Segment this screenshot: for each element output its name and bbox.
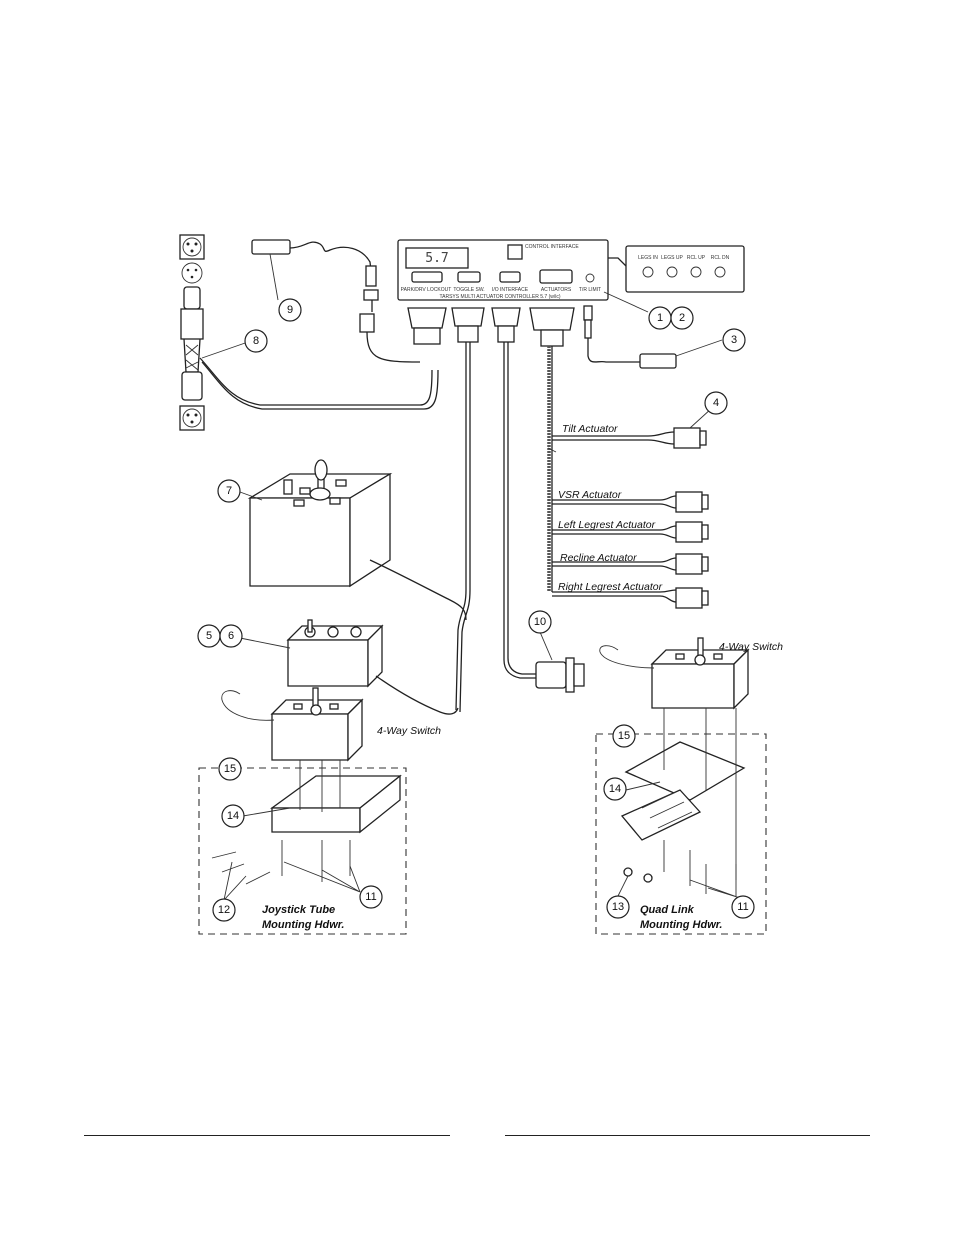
callout-6: 6 — [219, 624, 243, 648]
port-label-lockout: PARK/DRV LOCKOUT — [401, 287, 452, 293]
callout-13: 13 — [606, 895, 630, 919]
callout-8: 8 — [244, 329, 268, 353]
xlr-cable-assembly — [179, 286, 205, 431]
svg-text:7: 7 — [226, 485, 232, 497]
callout-10: 10 — [528, 610, 552, 634]
callout-3: 3 — [722, 328, 746, 352]
label-vsr-actuator: VSR Actuator — [558, 489, 622, 501]
joystick-hardware-kit-box — [198, 767, 407, 935]
four-way-switch-left — [221, 687, 364, 762]
joystick-screws — [211, 840, 351, 885]
svg-text:3: 3 — [731, 334, 737, 346]
controller-plugs — [407, 305, 593, 347]
label-quad-mounting: Mounting Hdwr. — [640, 919, 722, 931]
label-tilt-actuator: Tilt Actuator — [562, 423, 618, 435]
callout-11-right: 11 — [731, 895, 755, 919]
aux-label-rcl-up: RCL UP — [687, 255, 706, 261]
footer-rule-left — [84, 1135, 450, 1136]
aux-label-rcl-dn: RCL DN — [711, 255, 730, 261]
label-four-way-switch-right: 4-Way Switch — [719, 641, 783, 653]
svg-text:14: 14 — [227, 810, 239, 822]
connector-10 — [535, 657, 585, 693]
quad-hardware-kit-box — [595, 733, 767, 935]
aux-switch-panel: LEGS IN LEGS UP RCL UP RCL DN — [608, 245, 745, 293]
callout-9: 9 — [278, 298, 302, 322]
port-label-tr-limit: T/R LIMIT — [579, 287, 601, 293]
joystick-control-box — [247, 459, 393, 588]
actuator-controller: 5.7 CONTROL INTERFACE PARK/DRV LOCKOUT T… — [397, 239, 609, 301]
port-label-io: I/O INTERFACE — [492, 287, 529, 293]
callout-12: 12 — [212, 898, 236, 922]
callout-14-left: 14 — [221, 804, 245, 828]
callout-11-left: 11 — [359, 885, 383, 909]
module-9 — [251, 239, 421, 363]
callout-15-right: 15 — [612, 724, 636, 748]
svg-text:13: 13 — [612, 901, 624, 913]
controller-model-label: TARSYS MULTI ACTUATOR CONTROLLER 5.7 (w/… — [439, 294, 560, 300]
svg-text:14: 14 — [609, 783, 621, 795]
svg-text:2: 2 — [679, 312, 685, 324]
svg-text:11: 11 — [365, 891, 376, 903]
callout-14-right: 14 — [603, 777, 627, 801]
callout-1: 1 — [648, 306, 672, 330]
svg-text:8: 8 — [253, 335, 259, 347]
label-quad-link: Quad Link — [640, 904, 695, 916]
svg-text:6: 6 — [228, 630, 234, 642]
joystick-mount-bracket — [270, 760, 402, 834]
toggle-switch-box — [286, 619, 384, 688]
svg-text:11: 11 — [737, 901, 748, 913]
svg-text:5: 5 — [206, 630, 212, 642]
label-joystick-mounting: Mounting Hdwr. — [262, 919, 344, 931]
controller-display: 5.7 — [425, 251, 448, 266]
label-right-legrest-actuator: Right Legrest Actuator — [558, 581, 663, 593]
svg-text:12: 12 — [218, 904, 230, 916]
aux-label-legs-in: LEGS IN — [638, 255, 658, 261]
callout-2: 2 — [670, 306, 694, 330]
xlr-connector-top — [179, 234, 205, 284]
svg-text:1: 1 — [657, 312, 663, 324]
label-joystick-tube: Joystick Tube — [262, 904, 335, 916]
label-left-legrest-actuator: Left Legrest Actuator — [558, 519, 656, 531]
module-3 — [639, 353, 677, 369]
footer-rule-right — [505, 1135, 870, 1136]
callout-5: 5 — [197, 624, 221, 648]
callout-4: 4 — [704, 391, 728, 415]
callout-15-left: 15 — [218, 757, 242, 781]
tilt-actuator-connector — [673, 427, 701, 449]
label-recline-actuator: Recline Actuator — [560, 552, 637, 564]
svg-text:9: 9 — [287, 304, 293, 316]
quad-nuts-screws — [623, 840, 737, 896]
svg-text:4: 4 — [713, 397, 719, 409]
svg-text:10: 10 — [534, 616, 546, 628]
callout-7: 7 — [217, 479, 241, 503]
svg-text:15: 15 — [618, 730, 630, 742]
four-way-switch-right — [599, 637, 750, 710]
aux-label-legs-up: LEGS UP — [661, 255, 683, 261]
port-label-toggle: TOGGLE SW. — [453, 287, 484, 293]
port-label-actuators: ACTUATORS — [541, 287, 572, 293]
controller-top-label: CONTROL INTERFACE — [525, 244, 579, 250]
svg-text:15: 15 — [224, 763, 236, 775]
label-four-way-switch-left: 4-Way Switch — [377, 725, 441, 737]
quad-mount-bracket — [620, 708, 746, 880]
